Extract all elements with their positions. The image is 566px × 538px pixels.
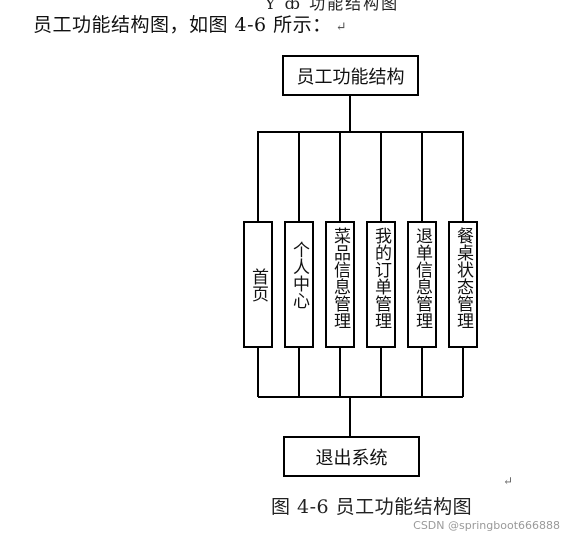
drop-line-bottom — [257, 347, 259, 397]
return-mark-icon: ↵ — [335, 20, 348, 35]
node-table-status-label: 餐桌状态管理 — [453, 227, 473, 329]
drop-line-top — [462, 131, 464, 222]
drop-line-top — [380, 131, 382, 222]
root-node: 员工功能结构 — [282, 55, 419, 96]
node-home-label: 首页 — [248, 267, 268, 302]
top-bus — [258, 131, 463, 133]
node-personal-center: 个人中心 — [284, 221, 314, 348]
exit-connector — [349, 397, 351, 437]
header-fragment: Ȳ ȸ 功能结构图 — [265, 0, 400, 13]
root-connector — [349, 96, 351, 132]
node-refund-info-label: 退单信息管理 — [412, 227, 432, 329]
caption-return-mark-icon: ↵ — [503, 474, 514, 488]
exit-node: 退出系统 — [283, 436, 420, 477]
node-home: 首页 — [243, 221, 273, 348]
node-refund-info: 退单信息管理 — [407, 221, 437, 348]
drop-line-bottom — [421, 347, 423, 397]
drop-line-bottom — [462, 347, 464, 397]
node-dish-info-label: 菜品信息管理 — [330, 227, 350, 329]
intro-label: 员工功能结构图，如图 4-6 所示： — [33, 14, 332, 36]
drop-line-bottom — [339, 347, 341, 397]
node-my-orders: 我的订单管理 — [366, 221, 396, 348]
drop-line-top — [339, 131, 341, 222]
intro-text: 员工功能结构图，如图 4-6 所示：↵ — [33, 10, 347, 37]
drop-line-top — [298, 131, 300, 222]
drop-line-top — [257, 131, 259, 222]
node-personal-center-label: 个人中心 — [289, 241, 309, 309]
node-my-orders-label: 我的订单管理 — [371, 227, 391, 329]
watermark: CSDN @springboot666888 — [413, 519, 560, 532]
drop-line-bottom — [298, 347, 300, 397]
drop-line-bottom — [380, 347, 382, 397]
node-table-status: 餐桌状态管理 — [448, 221, 478, 348]
drop-line-top — [421, 131, 423, 222]
node-dish-info: 菜品信息管理 — [325, 221, 355, 348]
figure-caption: 图 4-6 员工功能结构图 — [271, 496, 473, 518]
bottom-bus — [258, 396, 463, 398]
